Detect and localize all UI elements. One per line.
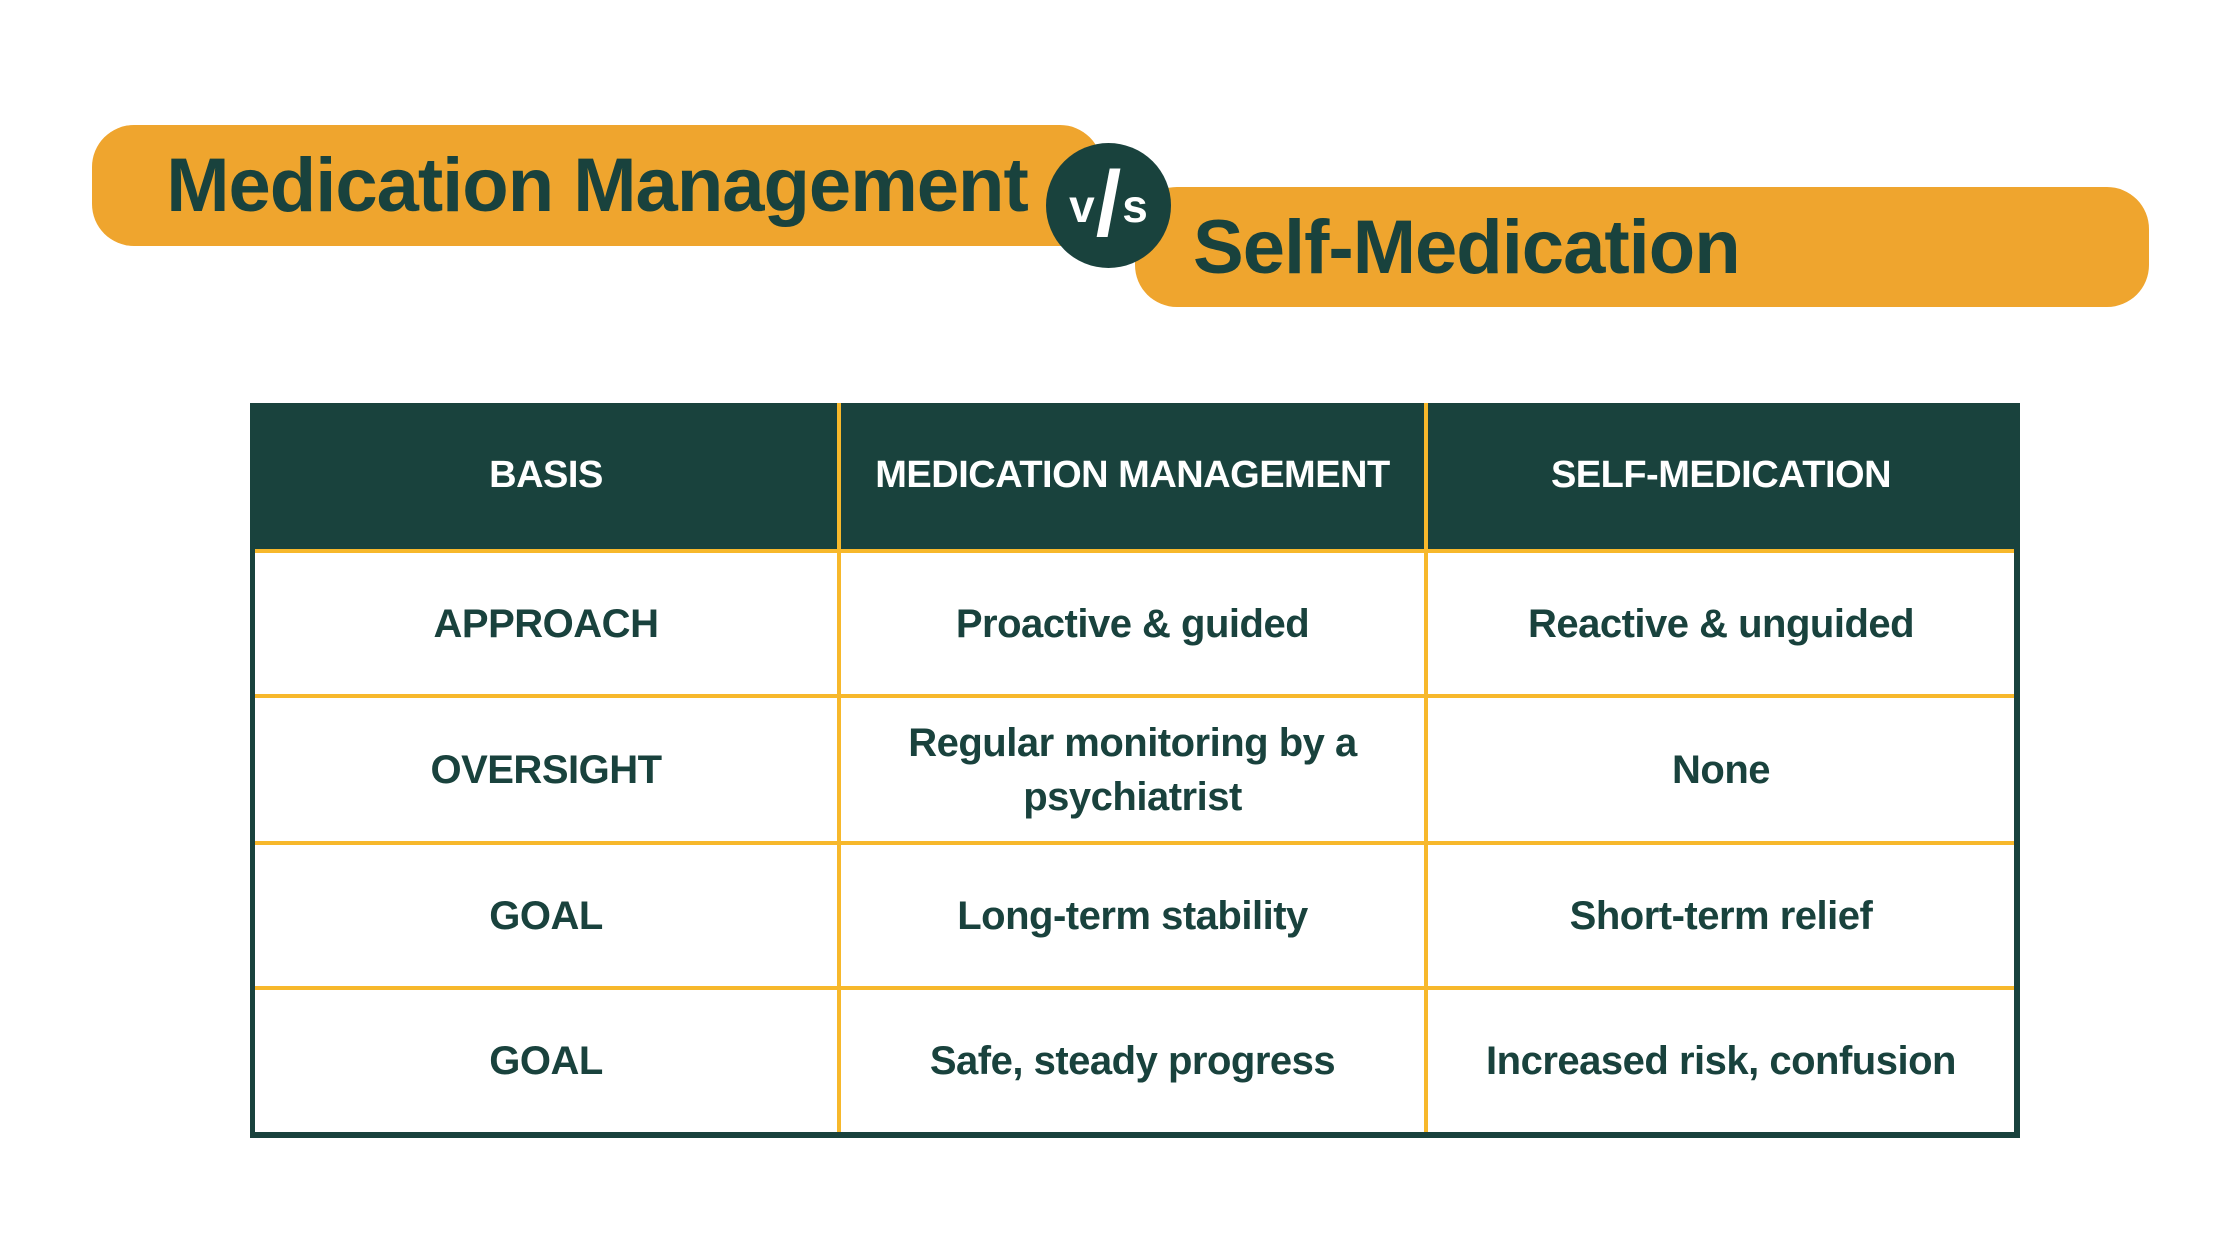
cell-approach-medication-management: Proactive & guided [841,553,1428,698]
banner-self-medication: Self-Medication [1135,187,2149,307]
vs-left-glyph: v [1069,179,1095,232]
cell-approach-basis: APPROACH [255,553,841,698]
banner-medication-management: Medication Management [92,125,1102,246]
column-header-basis: BASIS [255,403,841,553]
vs-label: v/s [1069,152,1148,255]
comparison-table: BASIS MEDICATION MANAGEMENT SELF-MEDICAT… [250,403,2020,1138]
cell-goal1-self-medication: Short-term relief [1428,845,2014,990]
column-header-medication-management: MEDICATION MANAGEMENT [841,403,1428,553]
vs-right-glyph: s [1122,179,1148,232]
column-header-self-medication: SELF-MEDICATION [1428,403,2014,553]
cell-oversight-self-medication: None [1428,698,2014,845]
cell-oversight-medication-management: Regular monitoring by a psychiatrist [841,698,1428,845]
banner-self-medication-label: Self-Medication [1193,204,1741,290]
cell-goal1-medication-management: Long-term stability [841,845,1428,990]
cell-goal2-medication-management: Safe, steady progress [841,990,1428,1132]
vs-badge: v/s [1046,143,1171,268]
cell-approach-self-medication: Reactive & unguided [1428,553,2014,698]
cell-goal2-self-medication: Increased risk, confusion [1428,990,2014,1132]
cell-goal2-basis: GOAL [255,990,841,1132]
banner-medication-management-label: Medication Management [166,143,1029,228]
cell-goal1-basis: GOAL [255,845,841,990]
cell-oversight-basis: OVERSIGHT [255,698,841,845]
